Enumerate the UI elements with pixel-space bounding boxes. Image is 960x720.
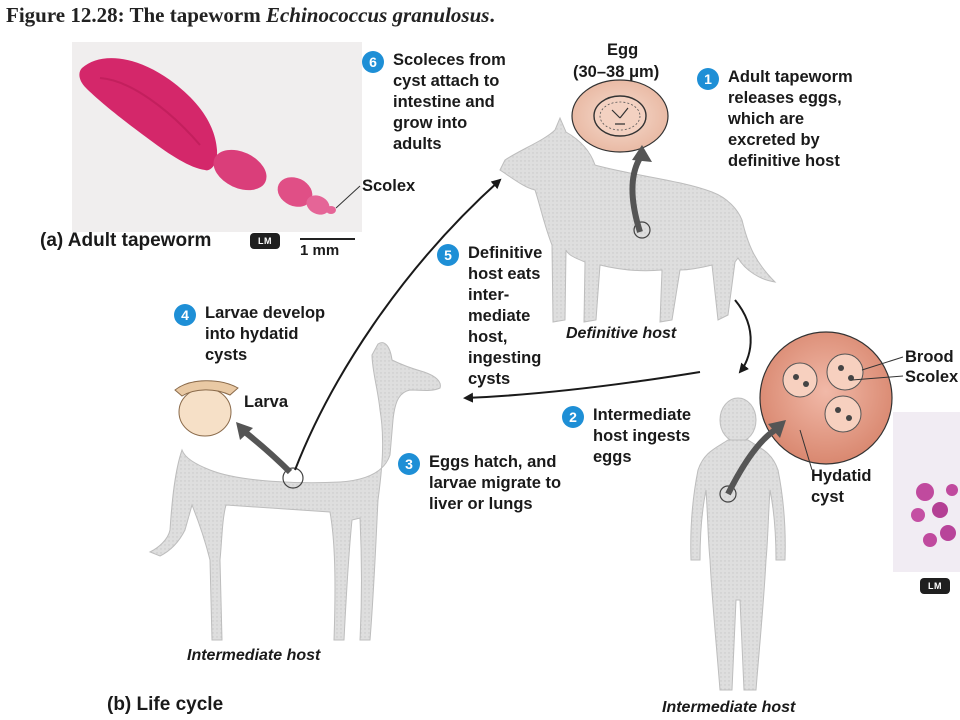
- egg-magnified: [571, 79, 669, 233]
- step-1-text: Adult tapeworm releases eggs, which are …: [728, 68, 853, 170]
- step-2-number: 2: [562, 406, 584, 428]
- step-6-number: 6: [362, 51, 384, 73]
- step-2: 2 Intermediate host ingests eggs: [562, 405, 691, 468]
- step-1-number: 1: [697, 68, 719, 90]
- step-5-number: 5: [437, 244, 459, 266]
- lm-badge-b: LM: [920, 578, 950, 594]
- figure-title: Figure 12.28: The tapeworm Echinococcus …: [6, 3, 495, 28]
- step-3-text: Eggs hatch, and larvae migrate to liver …: [429, 453, 562, 513]
- intermediate-host-human-label: Intermediate host: [662, 699, 796, 716]
- hydatid-micrograph: [893, 412, 960, 572]
- figure-title-suffix: .: [489, 3, 495, 27]
- figure-title-species: Echinococcus granulosus: [265, 3, 490, 27]
- panel-b-caption: (b) Life cycle: [107, 694, 224, 715]
- step-5: 5 Definitive host eats inter- mediate ho…: [437, 243, 542, 390]
- intermediate-host-animal-label: Intermediate host: [187, 647, 321, 664]
- step-5-text: Definitive host eats inter- mediate host…: [468, 244, 543, 388]
- hydatid-cyst-magnified: [725, 331, 904, 496]
- step-4: 4 Larvae develop into hydatid cysts: [174, 303, 325, 366]
- step-3: 3 Eggs hatch, and larvae migrate to live…: [398, 452, 561, 515]
- llama-intermediate-host: [148, 342, 441, 641]
- step-6: 6 Scoleces from cyst attach to intestine…: [362, 50, 506, 155]
- brood-label: Brood: [905, 348, 954, 366]
- definitive-host-label: Definitive host: [566, 325, 677, 342]
- egg-size-label: (30–38 μm): [573, 63, 660, 81]
- egg-label: Egg: [607, 41, 639, 59]
- figure-title-prefix: Figure 12.28: The tapeworm: [6, 3, 266, 27]
- cycle-arrows: [294, 178, 752, 471]
- step-4-text: Larvae develop into hydatid cysts: [205, 304, 326, 364]
- step-1: 1 Adult tapeworm releases eggs, which ar…: [697, 67, 853, 172]
- step-6-text: Scoleces from cyst attach to intestine a…: [393, 51, 506, 153]
- larva-illustration: [174, 380, 293, 475]
- scale-bar-label: 1 mm: [300, 242, 340, 259]
- human-intermediate-host: [690, 397, 786, 691]
- panel-a-caption: (a) Adult tapeworm: [40, 230, 212, 251]
- adult-tapeworm-photo: [72, 42, 362, 240]
- larva-label: Larva: [244, 393, 289, 411]
- lm-badge-a: LM: [250, 233, 280, 249]
- step-3-number: 3: [398, 453, 420, 475]
- step-4-number: 4: [174, 304, 196, 326]
- hydatid-cyst-label: Hydatid cyst: [811, 467, 872, 506]
- adult-scolex-label: Scolex: [362, 177, 416, 195]
- cyst-scolex-label: Scolex: [905, 368, 959, 386]
- step-2-text: Intermediate host ingests eggs: [593, 406, 692, 466]
